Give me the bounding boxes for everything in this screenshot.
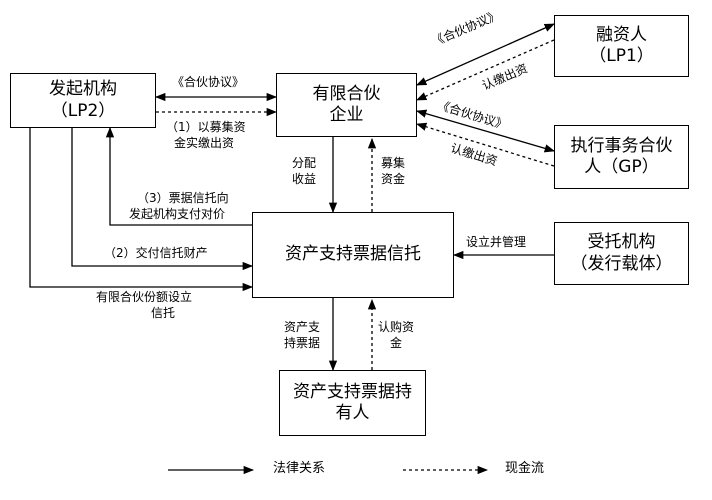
edge-deliver-property: [71, 128, 254, 271]
node-gp-line1: 执行事务合伙: [570, 135, 673, 156]
label-agreement-sponsor: 《合伙协议》: [172, 75, 245, 89]
node-holder: 资产支持票据持 有人: [279, 370, 426, 436]
label-trust-pay: （3）票据信托向 发起机构支付对价: [129, 191, 229, 221]
label-deliver-property: （2）交付信托财产: [104, 246, 208, 260]
edge-trust-pay: [105, 126, 252, 226]
node-financier-name: 融资人: [596, 24, 647, 45]
edge-set-up-trust: [29, 128, 254, 292]
node-holder-line2: 有人: [335, 403, 370, 423]
node-gp-line2: 人（GP）: [584, 157, 659, 177]
node-sponsor-role: （LP2）: [50, 100, 116, 121]
edge-agreement-gp: [416, 109, 555, 153]
label-distribute-income: 分配 收益: [292, 156, 317, 186]
label-establish-manage: 设立并管理: [466, 235, 527, 249]
edge-financier-cash: [416, 39, 555, 101]
label-raise-funds: 募集 资金: [381, 156, 406, 186]
label-asset-backed-notes: 资产支 持票据: [284, 320, 321, 350]
node-gp: 执行事务合伙 人（GP）: [554, 125, 689, 189]
node-sponsor-name: 发起机构: [49, 79, 117, 100]
label-sponsor-contribution-line2: 金实缴出资: [174, 135, 235, 150]
edge-agreement-financier: [416, 23, 555, 86]
node-trust-name: 资产支持票据信托: [285, 244, 421, 265]
node-partnership-line2: 企业: [329, 105, 364, 125]
node-financier: 融资人 （LP1）: [554, 15, 689, 77]
node-trustee: 受托机构 （发行载体）: [554, 222, 689, 285]
node-holder-line1: 资产支持票据持: [293, 381, 412, 402]
legend-legal-relation: 法律关系: [273, 461, 326, 476]
node-financier-role: （LP1）: [589, 46, 654, 66]
label-subscription-funds: 认购资 金: [378, 320, 415, 350]
node-partnership: 有限合伙 企业: [276, 73, 417, 137]
label-sponsor-contribution: （1）以募集资 金实缴出资: [166, 120, 246, 151]
node-trust: 资产支持票据信托: [252, 212, 454, 298]
node-trustee-name: 受托机构: [587, 232, 656, 253]
legend-cash-flow: 现金流: [505, 461, 545, 476]
node-partnership-line1: 有限合伙: [312, 83, 381, 104]
label-sponsor-contribution-line1: （1）以募集资: [166, 120, 246, 134]
label-set-up-trust: 有限合伙份额设立 信托: [96, 290, 193, 320]
node-sponsor: 发起机构 （LP2）: [10, 73, 156, 128]
node-trustee-role: （发行载体）: [570, 253, 673, 274]
